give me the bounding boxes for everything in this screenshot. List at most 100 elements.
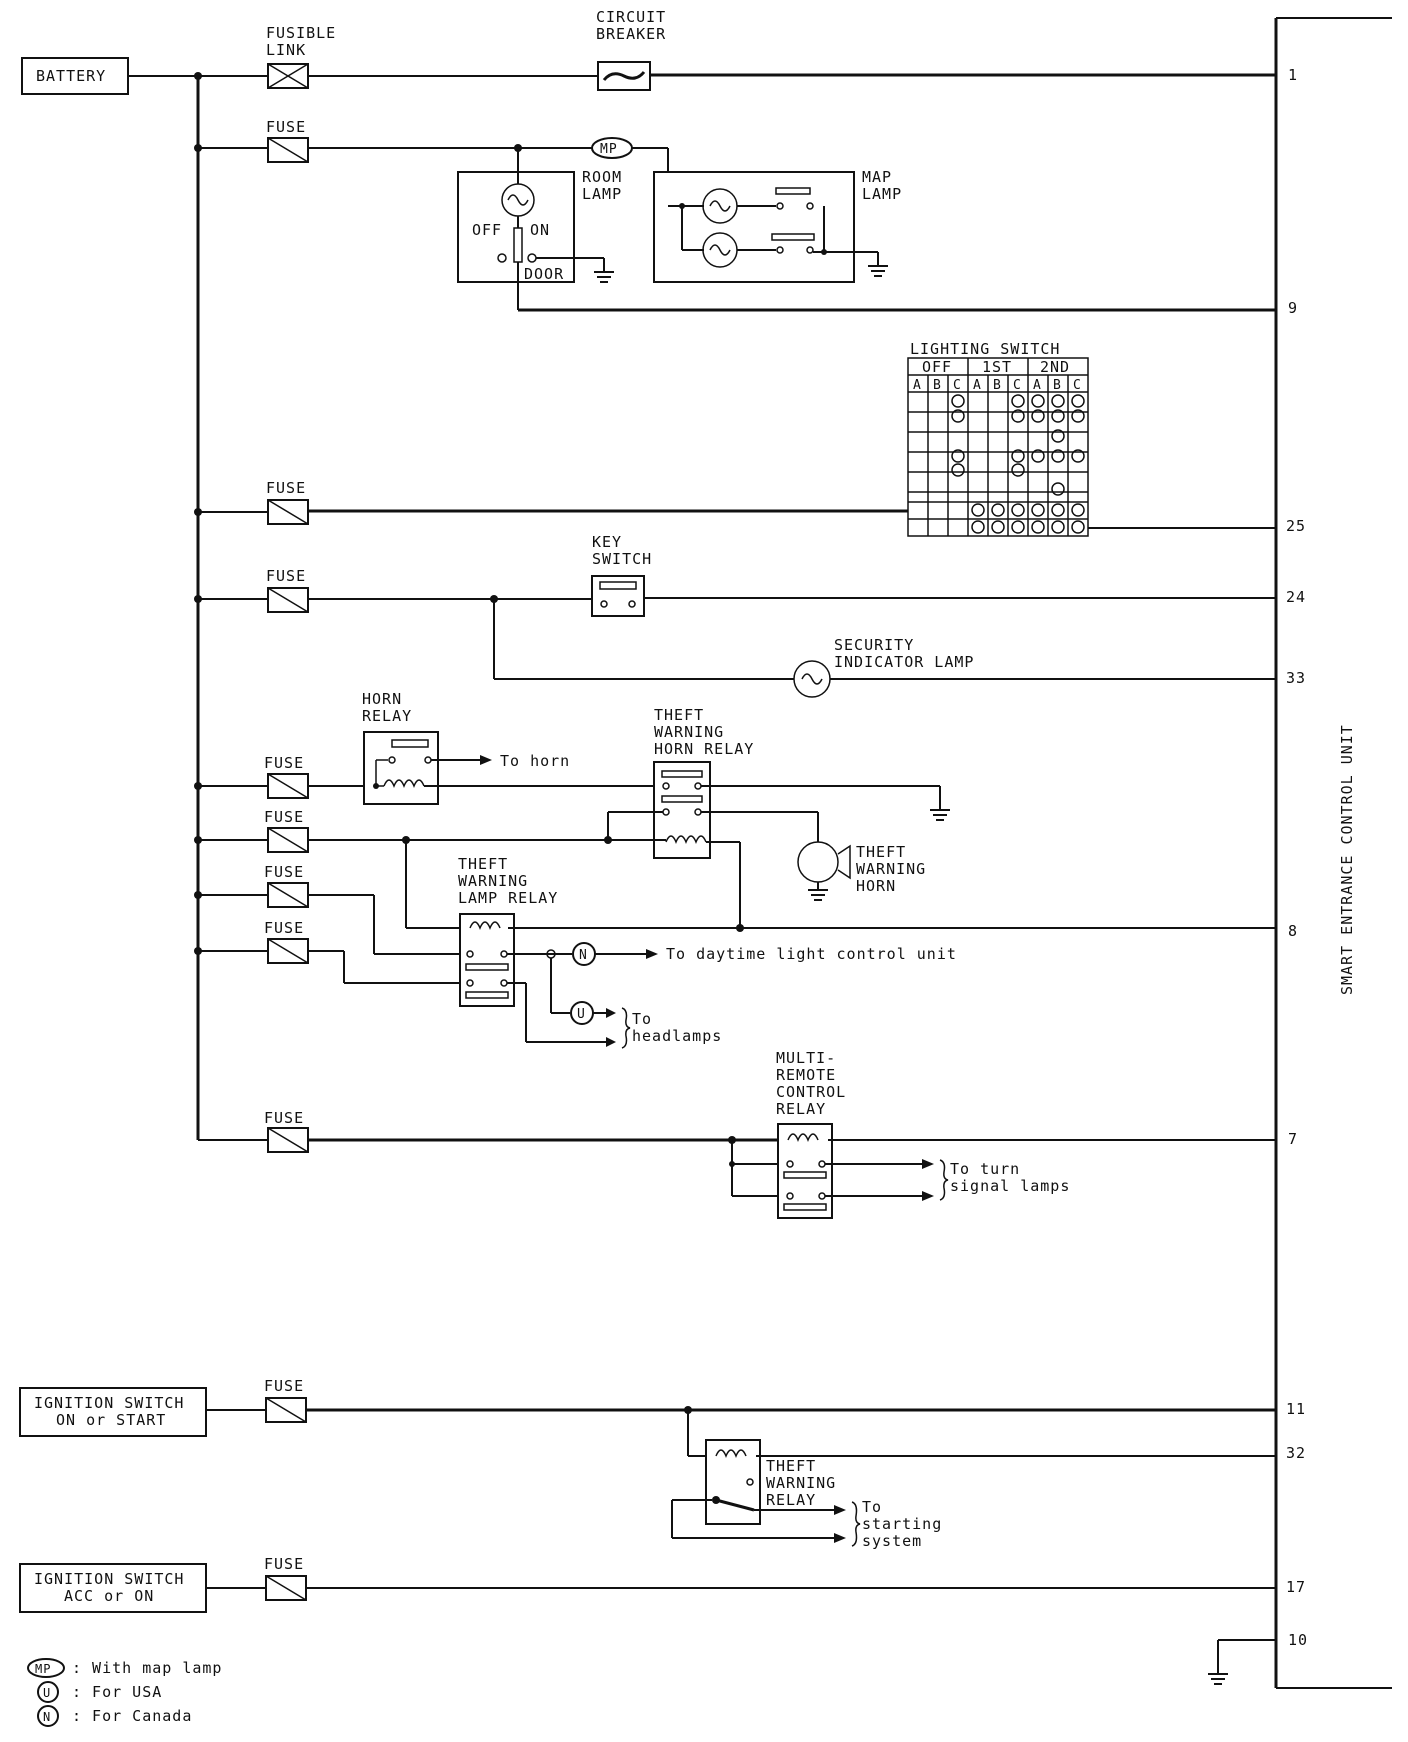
ls-col: B <box>933 378 942 393</box>
pin-9: 9 <box>1288 299 1298 317</box>
to-turn-label-2: signal lamps <box>950 1177 1070 1195</box>
ground-symbol <box>930 786 950 821</box>
pin-1: 1 <box>1288 66 1298 84</box>
ls-col: A <box>973 378 982 393</box>
room-lamp-label-1: ROOM <box>582 168 622 186</box>
ls-off: OFF <box>922 358 952 376</box>
twr-label-1: THEFT <box>766 1457 816 1475</box>
to-start-label-3: system <box>862 1532 922 1550</box>
legend-item-mp: MP : With map lamp <box>27 1658 222 1678</box>
mrcr-label-4: RELAY <box>776 1100 826 1118</box>
pin-7: 7 <box>1288 1130 1298 1148</box>
fuse-label: FUSE <box>264 808 304 826</box>
ground-symbol <box>868 252 888 277</box>
key-switch: KEY SWITCH <box>591 533 651 617</box>
theft-warning-relay: THEFT WARNING RELAY <box>705 1439 836 1525</box>
fuse-key: FUSE <box>266 567 309 613</box>
fusible-link-label-2: LINK <box>266 41 306 59</box>
control-unit-label: SMART ENTRANCE CONTROL UNIT <box>1338 724 1356 995</box>
fuse-horn: FUSE <box>264 754 309 799</box>
theft-warning-horn: THEFT WARNING HORN <box>797 841 925 895</box>
fuse-lighting: FUSE <box>266 479 309 525</box>
legend-text: : With map lamp <box>72 1659 222 1677</box>
fuse-room: FUSE <box>266 118 309 163</box>
pin-10: 10 <box>1288 1631 1308 1649</box>
mp-badge: MP <box>591 137 633 159</box>
map-lamp-label-1: MAP <box>862 168 892 186</box>
control-unit: SMART ENTRANCE CONTROL UNIT <box>1274 17 1392 1689</box>
mrcr-label-3: CONTROL <box>776 1083 846 1101</box>
n-badge-text: N <box>579 948 588 963</box>
theft-warning-lamp-relay: THEFT WARNING LAMP RELAY <box>458 855 557 1007</box>
fuse-ign-on: FUSE <box>264 1377 307 1423</box>
lighting-switch: LIGHTING SWITCH OFF 1ST 2ND A B C A B C … <box>907 340 1089 537</box>
legend: MP : With map lamp U : For USA N : For C… <box>27 1658 222 1727</box>
to-headlamps-label-2: headlamps <box>632 1027 722 1045</box>
mrcr-label-2: REMOTE <box>776 1066 836 1084</box>
ls-col: B <box>1053 378 1062 393</box>
pin-labels: 1 9 25 24 33 8 7 11 32 17 10 <box>1286 66 1308 1649</box>
security-lamp-label-2: INDICATOR LAMP <box>834 653 974 671</box>
legend-badge: N <box>43 1710 51 1724</box>
legend-item-u: U : For USA <box>37 1681 161 1703</box>
room-lamp: ROOM LAMP OFF ON DOOR <box>457 148 622 310</box>
ground-symbol <box>594 258 614 283</box>
fuse-label: FUSE <box>264 1377 304 1395</box>
twr-label-3: RELAY <box>766 1491 816 1509</box>
pin-17: 17 <box>1286 1578 1306 1596</box>
fuse-label: FUSE <box>264 1555 304 1573</box>
to-start-label-2: starting <box>862 1515 942 1533</box>
twlr-label-1: THEFT <box>458 855 508 873</box>
ls-col: C <box>1013 378 1022 393</box>
horn-relay-label-1: HORN <box>362 690 402 708</box>
u-badge-text: U <box>577 1007 586 1022</box>
security-indicator-lamp: SECURITY INDICATOR LAMP <box>793 636 974 698</box>
fusible-link-label-1: FUSIBLE <box>266 24 336 42</box>
fuse-label: FUSE <box>266 479 306 497</box>
room-off-label: OFF <box>472 221 502 239</box>
ign-on-label-1: IGNITION SWITCH <box>34 1394 184 1412</box>
fuse-label: FUSE <box>264 919 304 937</box>
ignition-switch-on: IGNITION SWITCH ON or START <box>19 1387 207 1437</box>
map-lamp-label-2: LAMP <box>862 185 902 203</box>
legend-text: : For Canada <box>72 1707 192 1725</box>
ls-2nd: 2ND <box>1040 358 1070 376</box>
ls-col: A <box>913 378 922 393</box>
pin-11: 11 <box>1286 1400 1306 1418</box>
pin-32: 32 <box>1286 1444 1306 1462</box>
map-lamp: MAP LAMP <box>653 168 902 283</box>
security-lamp-label-1: SECURITY <box>834 636 914 654</box>
ign-acc-label-2: ACC or ON <box>64 1587 154 1605</box>
n-badge: N <box>572 942 596 966</box>
pin-24: 24 <box>1286 588 1306 606</box>
ign-on-label-2: ON or START <box>56 1411 166 1429</box>
key-switch-label-1: KEY <box>592 533 622 551</box>
fuse-twlr-2: FUSE <box>264 919 309 964</box>
ls-1st: 1ST <box>982 358 1012 376</box>
ground-symbol <box>1208 1639 1276 1685</box>
twhorn-label-1: THEFT <box>856 843 906 861</box>
circuit-breaker-label-1: CIRCUIT <box>596 8 666 26</box>
horn-relay-label-2: RELAY <box>362 707 412 725</box>
ls-col: C <box>1073 378 1082 393</box>
circuit-breaker: CIRCUIT BREAKER <box>596 8 666 91</box>
ground-symbol <box>808 882 828 901</box>
lighting-switch-title: LIGHTING SWITCH <box>910 340 1060 358</box>
battery-source: BATTERY <box>21 57 129 95</box>
legend-badge: MP <box>35 1662 51 1676</box>
fuse-label: FUSE <box>264 863 304 881</box>
u-badge: U <box>570 1001 594 1025</box>
twlr-label-2: WARNING <box>458 872 528 890</box>
pin-25: 25 <box>1286 517 1306 535</box>
ls-col: B <box>993 378 1002 393</box>
fuse-twhr: FUSE <box>264 808 309 853</box>
multi-remote-control-relay: MULTI- REMOTE CONTROL RELAY <box>776 1049 846 1219</box>
fuse-label: FUSE <box>266 567 306 585</box>
fuse-label: FUSE <box>266 118 306 136</box>
twhr-label-2: WARNING <box>654 723 724 741</box>
twhorn-label-3: HORN <box>856 877 896 895</box>
to-start-label-1: To <box>862 1498 882 1516</box>
twr-label-2: WARNING <box>766 1474 836 1492</box>
fuse-mrcr: FUSE <box>264 1109 309 1153</box>
fuse-label: FUSE <box>264 754 304 772</box>
